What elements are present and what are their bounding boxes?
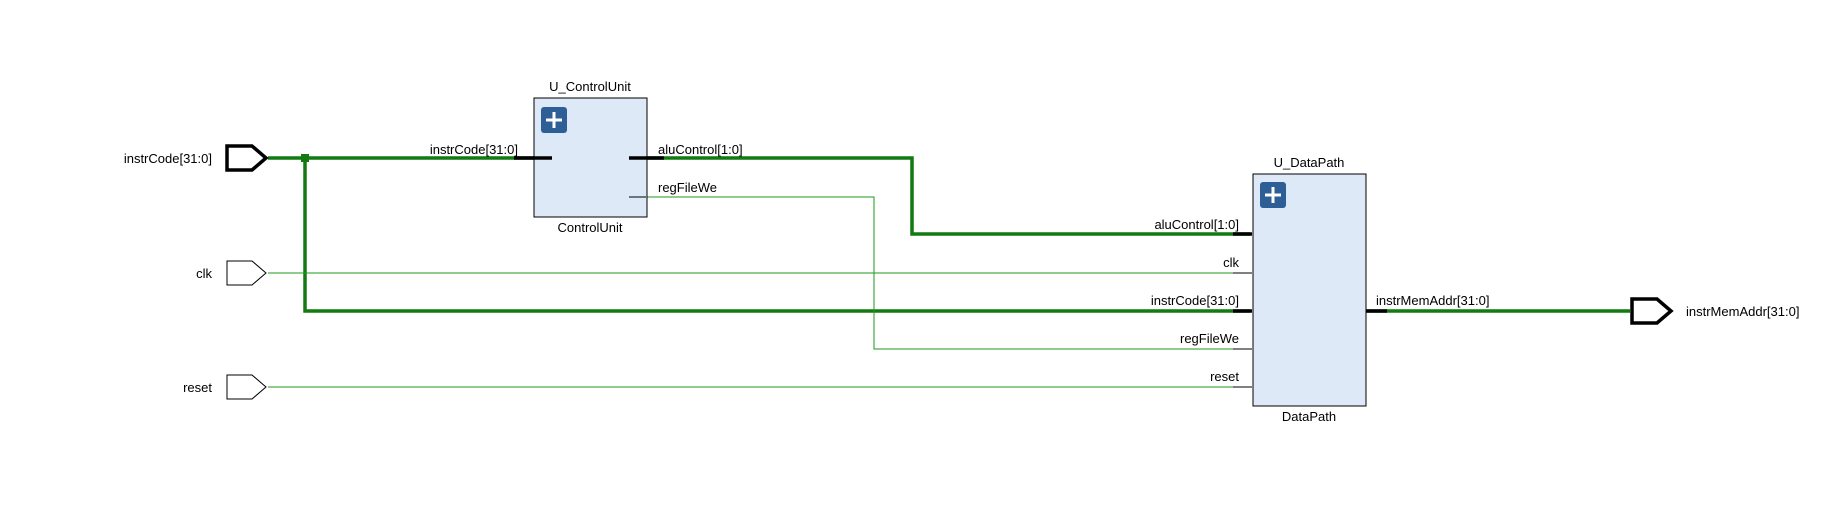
top-port-reset[interactable]: reset [183, 374, 267, 400]
data-path-pin-alucontrol-label: aluControl[1:0] [1154, 217, 1239, 232]
block-data-path[interactable]: U_DataPath aluControl[1:0] clk instrCode… [1151, 155, 1490, 424]
data-path-pin-instrcode-label: instrCode[31:0] [1151, 293, 1239, 308]
top-port-instrcode[interactable]: instrCode[31:0] [124, 144, 269, 172]
top-port-instrmemaddr[interactable]: instrMemAddr[31:0] [1630, 297, 1799, 325]
data-path-expand-button[interactable] [1260, 182, 1286, 208]
output-port-bus-icon [1630, 297, 1674, 325]
wires [268, 154, 1630, 388]
top-port-reset-label: reset [183, 380, 212, 395]
wire-instrcode-to-datapath[interactable] [303, 158, 1250, 313]
control-unit-instance-name: U_ControlUnit [549, 79, 631, 94]
data-path-pin-clk-label: clk [1223, 255, 1239, 270]
top-port-clk-label: clk [196, 266, 212, 281]
control-unit-pin-regfilewe-label: regFileWe [658, 180, 717, 195]
control-unit-expand-button[interactable] [541, 107, 567, 133]
data-path-instance-name: U_DataPath [1274, 155, 1345, 170]
control-unit-pin-instrcode-label: instrCode[31:0] [430, 142, 518, 157]
control-unit-module-name: ControlUnit [557, 220, 622, 235]
wire-junction-dot [301, 154, 309, 162]
top-port-instrmemaddr-label: instrMemAddr[31:0] [1686, 304, 1799, 319]
data-path-pin-reset-label: reset [1210, 369, 1239, 384]
data-path-module-name: DataPath [1282, 409, 1336, 424]
data-path-pin-regfilewe-label: regFileWe [1180, 331, 1239, 346]
data-path-body[interactable] [1252, 173, 1367, 407]
input-port-icon [226, 374, 267, 400]
wire-alucontrol[interactable] [646, 156, 1250, 236]
top-port-clk[interactable]: clk [196, 260, 267, 286]
data-path-pin-instrmemaddr-label: instrMemAddr[31:0] [1376, 293, 1489, 308]
control-unit-pin-alucontrol-label: aluControl[1:0] [658, 142, 743, 157]
input-port-icon [226, 260, 267, 286]
top-port-instrcode-label: instrCode[31:0] [124, 151, 212, 166]
block-control-unit[interactable]: U_ControlUnit instrCode[31:0] aluControl… [430, 79, 743, 235]
input-port-bus-icon [225, 144, 269, 172]
